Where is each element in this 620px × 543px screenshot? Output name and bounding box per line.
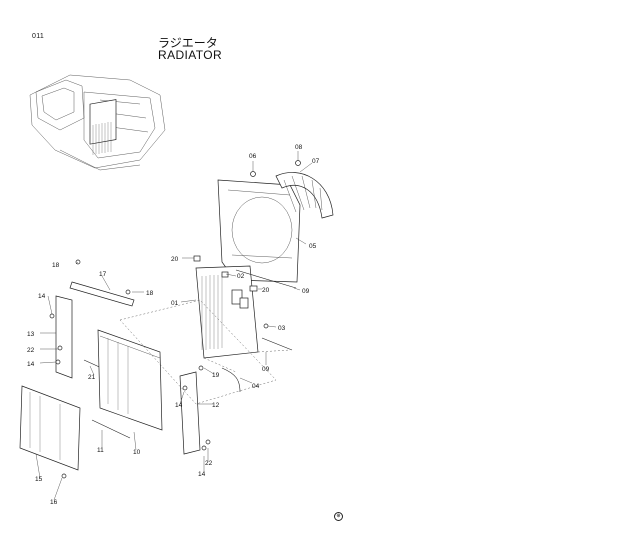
fan-guard xyxy=(275,172,334,219)
fan-shroud xyxy=(217,179,301,283)
title-english: RADIATOR xyxy=(158,48,223,62)
callout-11: 11 xyxy=(97,447,104,454)
callout-20-top: 20 xyxy=(171,256,179,263)
callout-05: 05 xyxy=(309,243,317,250)
callout-08: 08 xyxy=(295,144,303,151)
callout-02: 02 xyxy=(237,273,245,280)
callout-labels: 06 08 07 05 20 02 01 20 09 03 09 04 19 1… xyxy=(27,144,320,506)
top-bracket xyxy=(69,281,135,307)
callout-19: 19 xyxy=(212,372,220,379)
callout-18-left: 18 xyxy=(52,262,60,269)
callout-21: 21 xyxy=(88,374,96,381)
callout-01: 01 xyxy=(171,300,179,307)
rod-09-lower xyxy=(261,337,293,351)
intercooler xyxy=(97,329,163,431)
callout-22-left: 22 xyxy=(27,347,35,354)
radiator-core xyxy=(195,265,259,359)
assembly-guide xyxy=(119,299,277,405)
callout-18-right: 18 xyxy=(146,290,154,297)
callout-14-middle: 14 xyxy=(175,402,183,409)
excavator-overview-illustration xyxy=(29,74,166,171)
callout-04: 04 xyxy=(252,383,260,390)
page-number: 011 xyxy=(32,33,45,40)
callout-06: 06 xyxy=(249,153,257,160)
callout-14-top: 14 xyxy=(38,293,46,300)
callout-12: 12 xyxy=(212,402,220,409)
callout-22-right: 22 xyxy=(205,460,213,467)
callout-09-lower: 09 xyxy=(262,366,270,373)
callout-09-upper: 09 xyxy=(302,288,310,295)
callout-13: 13 xyxy=(27,331,35,338)
leader-lines xyxy=(35,151,313,501)
front-screen xyxy=(19,385,81,471)
rod-09-upper xyxy=(235,269,297,289)
title-japanese: ラジエータ xyxy=(158,36,218,50)
callout-16: 16 xyxy=(50,499,58,506)
footer-mark: ⊕ xyxy=(334,512,343,521)
callout-17: 17 xyxy=(99,271,107,278)
callout-10: 10 xyxy=(133,449,141,456)
callout-15: 15 xyxy=(35,476,43,483)
callout-03: 03 xyxy=(278,325,286,332)
callout-14-left: 14 xyxy=(27,361,35,368)
callout-14-bottom: 14 xyxy=(198,471,206,478)
callout-07: 07 xyxy=(312,158,320,165)
rod-11 xyxy=(91,419,131,439)
callout-20-right: 20 xyxy=(262,287,270,294)
right-side-plate xyxy=(179,371,201,455)
hose xyxy=(221,367,241,393)
assembly-guide-lower xyxy=(203,349,291,373)
left-side-plate xyxy=(55,295,73,379)
